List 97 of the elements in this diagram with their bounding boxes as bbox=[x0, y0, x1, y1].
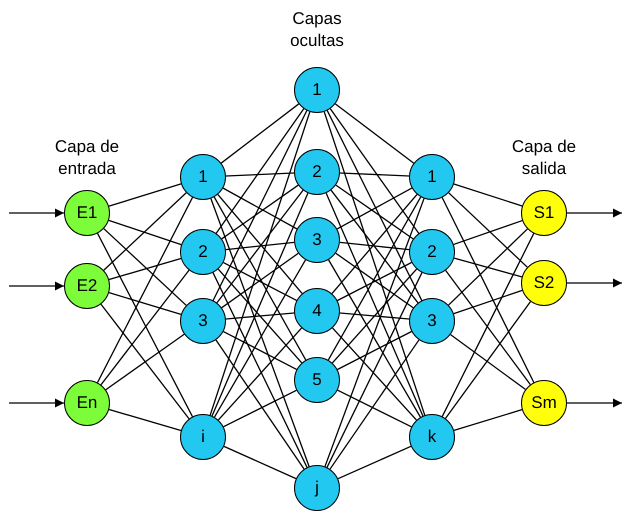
connection-line bbox=[210, 112, 310, 416]
connection-line bbox=[336, 187, 412, 230]
layer-label: Capa de entrada bbox=[54, 136, 120, 180]
connection-line bbox=[337, 390, 412, 428]
connection-line bbox=[108, 183, 182, 207]
connection-line bbox=[108, 220, 182, 246]
neuron-node: i bbox=[180, 414, 226, 460]
connection-line bbox=[340, 242, 410, 250]
connection-line bbox=[445, 270, 531, 385]
connection-line bbox=[224, 446, 296, 480]
connection-line bbox=[221, 184, 299, 240]
connection-line bbox=[448, 192, 528, 268]
connection-line bbox=[442, 233, 534, 417]
connection-line bbox=[326, 192, 424, 416]
neuron-node: 3 bbox=[294, 217, 340, 263]
connection-line bbox=[330, 108, 420, 234]
neuron-node: 1 bbox=[180, 154, 226, 200]
connection-line bbox=[450, 334, 526, 390]
connection-line bbox=[328, 260, 421, 418]
connection-line bbox=[448, 228, 528, 306]
connection-line bbox=[226, 172, 294, 177]
connection-line bbox=[108, 258, 182, 280]
connection-line bbox=[100, 304, 190, 420]
connection-line bbox=[338, 446, 412, 480]
connection-line bbox=[103, 228, 187, 306]
arrow bbox=[9, 398, 64, 408]
connection-line bbox=[214, 196, 306, 360]
connection-line bbox=[337, 262, 412, 302]
arrow bbox=[9, 282, 64, 290]
neuron-node: 5 bbox=[294, 357, 340, 403]
neuron-node: j bbox=[294, 465, 340, 511]
connection-line bbox=[220, 103, 300, 164]
connection-line bbox=[97, 233, 193, 417]
layer-label: Capa de salida bbox=[510, 136, 578, 180]
connection-line bbox=[105, 334, 185, 390]
connection-line bbox=[108, 292, 182, 315]
connection-line bbox=[218, 268, 302, 364]
connection-line bbox=[454, 290, 522, 314]
connection-line bbox=[326, 272, 422, 468]
neuron-node: S1 bbox=[521, 190, 567, 236]
connection-line bbox=[215, 340, 305, 470]
connection-line bbox=[214, 260, 306, 418]
connection-line bbox=[324, 198, 425, 467]
connection-line bbox=[223, 262, 297, 301]
neuron-node: k bbox=[409, 414, 455, 460]
arrow bbox=[567, 398, 622, 408]
connection-line bbox=[212, 272, 308, 468]
neuron-node: En bbox=[64, 380, 110, 426]
connection-line bbox=[442, 197, 534, 383]
connection-line bbox=[218, 328, 302, 420]
neuron-node: E1 bbox=[64, 190, 110, 236]
arrow bbox=[567, 278, 622, 288]
connection-line bbox=[454, 183, 522, 207]
connection-line bbox=[223, 390, 297, 428]
connection-line bbox=[226, 242, 294, 250]
connection-line bbox=[223, 331, 297, 370]
layer-label: Capas ocultas bbox=[289, 8, 345, 52]
neuron-node: 2 bbox=[294, 149, 340, 195]
connection-line bbox=[332, 328, 417, 420]
connection-line bbox=[226, 312, 294, 320]
connection-line bbox=[108, 408, 182, 432]
neuron-node: 4 bbox=[294, 288, 340, 334]
connection-line bbox=[103, 192, 187, 271]
neuron-node: 3 bbox=[409, 298, 455, 344]
connection-line bbox=[332, 268, 418, 364]
neuron-node: Sm bbox=[521, 380, 567, 426]
connection-line bbox=[326, 110, 422, 301]
connection-line bbox=[445, 301, 531, 419]
connection-line bbox=[334, 103, 414, 164]
arrow bbox=[567, 208, 622, 218]
neuron-node: 1 bbox=[294, 67, 340, 113]
connection-line bbox=[212, 192, 308, 416]
neuron-node: 2 bbox=[409, 229, 455, 275]
connection-line bbox=[340, 172, 410, 177]
connection-line bbox=[330, 340, 420, 470]
connection-line bbox=[337, 330, 412, 370]
connection-line bbox=[454, 220, 522, 246]
connection-line bbox=[216, 108, 304, 234]
connection-line bbox=[454, 409, 522, 431]
neuron-node: E2 bbox=[64, 263, 110, 309]
neuron-node: 2 bbox=[180, 229, 226, 275]
connection-line bbox=[100, 270, 190, 386]
connection-line bbox=[335, 252, 414, 308]
connection-line bbox=[212, 110, 308, 301]
connection-line bbox=[222, 188, 298, 230]
neuron-node: 1 bbox=[409, 154, 455, 200]
neuron-node: 3 bbox=[180, 298, 226, 344]
connection-line bbox=[324, 112, 426, 416]
connection-line bbox=[210, 198, 310, 467]
connection-line bbox=[336, 184, 414, 240]
connection-line bbox=[454, 258, 522, 278]
connection-line bbox=[221, 252, 299, 308]
connection-line bbox=[340, 312, 410, 320]
connection-line bbox=[328, 196, 422, 360]
arrow bbox=[9, 208, 64, 218]
neuron-node: S2 bbox=[521, 260, 567, 306]
connection-line bbox=[96, 197, 194, 383]
